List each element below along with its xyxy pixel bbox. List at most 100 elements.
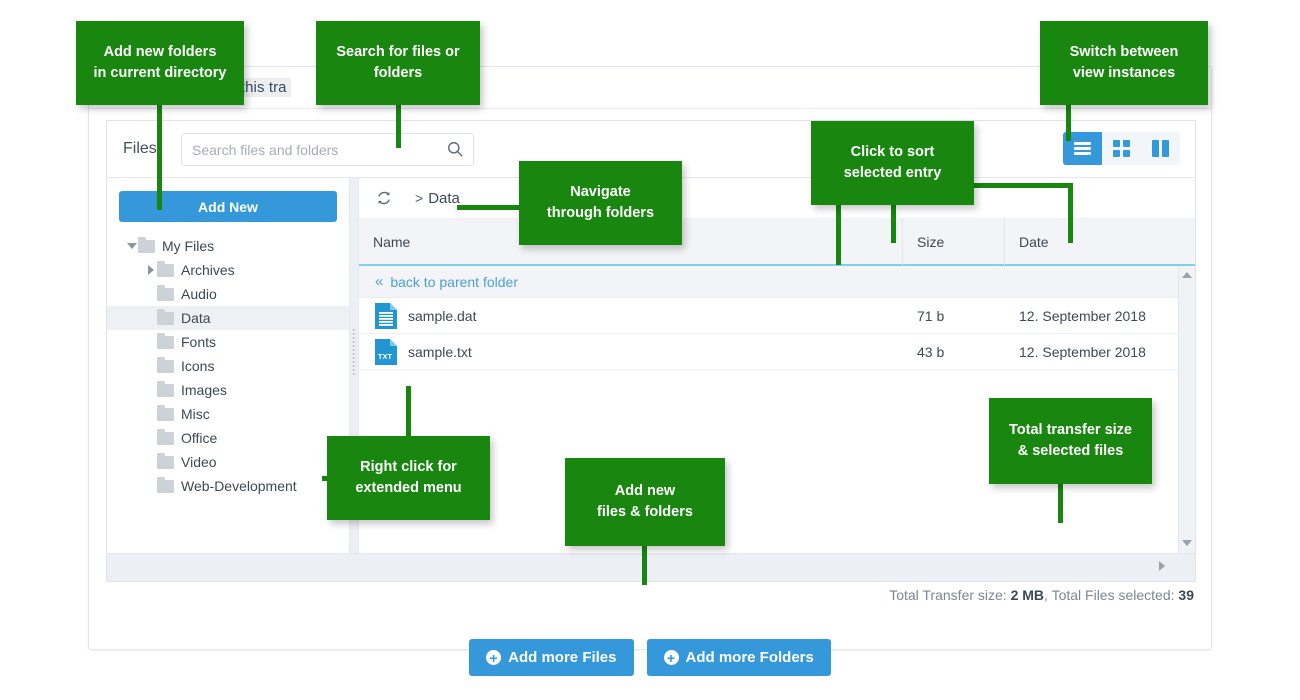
chevron-down-icon[interactable] [125, 240, 138, 253]
leader-line-search [396, 100, 401, 148]
breadcrumb-bar: > Data [359, 178, 1195, 219]
scroll-right-arrow-icon[interactable] [1159, 561, 1165, 571]
tree-caret-spacer [144, 456, 157, 469]
tree-caret-spacer [144, 312, 157, 325]
svg-text:TXT: TXT [378, 352, 393, 361]
column-view-button[interactable] [1141, 132, 1180, 165]
leader-line-add-new-folders [157, 100, 162, 210]
leader-line-right-click [406, 386, 411, 440]
refresh-icon[interactable] [375, 189, 393, 207]
file-size-cell: 71 b [917, 307, 945, 324]
callout-add-files-folders: Add new files & folders [565, 458, 725, 546]
search-input[interactable] [182, 134, 442, 165]
tree-item-office[interactable]: Office [107, 426, 349, 450]
add-more-folders-label: Add more Folders [685, 649, 814, 666]
totals-files-value: 39 [1178, 587, 1194, 603]
tree-item-audio[interactable]: Audio [107, 282, 349, 306]
tree-item-video[interactable]: Video [107, 450, 349, 474]
leader-line-total-transfer [1058, 483, 1063, 523]
leader-line-sort-elbow [968, 183, 1073, 188]
file-manager-card: or this tra Files [88, 66, 1212, 676]
splitter-grip-icon[interactable] [352, 328, 356, 376]
tree-item-images[interactable]: Images [107, 378, 349, 402]
folder-icon [157, 428, 174, 445]
list-view-button[interactable] [1063, 132, 1102, 165]
scroll-down-arrow-icon[interactable] [1182, 540, 1192, 546]
callout-total-transfer: Total transfer size & selected files [989, 398, 1152, 484]
app-topbar: or this tra [89, 67, 1211, 109]
tree-item-label: Misc [181, 406, 210, 422]
pane-splitter[interactable] [350, 178, 358, 553]
double-chevron-left-icon: « [375, 273, 383, 290]
callout-search: Search for files or folders [316, 21, 480, 105]
file-size-cell: 43 b [917, 343, 945, 360]
vertical-scrollbar[interactable] [1178, 266, 1195, 553]
callout-right-click: Right click for extended menu [327, 436, 490, 520]
file-name-cell: sample.dat [359, 302, 903, 329]
tree-item-label: Images [181, 382, 227, 398]
folder-icon [157, 404, 174, 421]
column-view-icon [1152, 140, 1169, 157]
folder-icon [157, 356, 174, 373]
tree-item-web-development[interactable]: Web-Development [107, 474, 349, 498]
file-date-cell: 12. September 2018 [1019, 343, 1146, 360]
file-date-cell: 12. September 2018 [1019, 307, 1146, 324]
column-header-spacer [1173, 218, 1195, 265]
back-to-parent-row[interactable]: « back to parent folder [359, 266, 1195, 298]
footer-actions: + Add more Files + Add more Folders [89, 639, 1211, 676]
tree-item-label: Data [181, 310, 211, 326]
column-header-date[interactable]: Date [1019, 233, 1049, 250]
file-row[interactable]: TXT sample.txt 43 b 12. September 2018 [359, 334, 1195, 370]
column-header-size[interactable]: Size [903, 218, 1005, 265]
files-panel-title: Files [123, 140, 157, 157]
folder-icon [157, 476, 174, 493]
folder-icon [157, 332, 174, 349]
view-toggle-group[interactable] [1063, 132, 1180, 165]
callout-navigate: Navigate through folders [519, 161, 682, 245]
tree-caret-spacer [144, 432, 157, 445]
tree-item-fonts[interactable]: Fonts [107, 330, 349, 354]
search-icon[interactable] [447, 141, 464, 158]
file-row[interactable]: sample.dat 71 b 12. September 2018 [359, 298, 1195, 334]
horizontal-scroll-strip[interactable] [107, 553, 1195, 581]
grid-view-button[interactable] [1102, 132, 1141, 165]
file-name-label: sample.dat [408, 307, 477, 324]
tree-caret-spacer [144, 408, 157, 421]
list-view-icon [1074, 140, 1091, 157]
tree-caret-spacer [144, 360, 157, 373]
breadcrumb-item-data[interactable]: Data [428, 189, 460, 207]
folder-icon [138, 236, 155, 253]
files-panel: Files [106, 120, 1196, 582]
add-more-folders-button[interactable]: + Add more Folders [646, 639, 831, 676]
leader-line-sort-size [891, 205, 896, 243]
folder-icon [157, 308, 174, 325]
tree-item-archives[interactable]: Archives [107, 258, 349, 282]
add-new-button[interactable]: Add New [119, 191, 337, 222]
tree-item-data[interactable]: Data [107, 306, 349, 330]
leader-line-navigate [457, 205, 522, 210]
leader-line-switch-view [1066, 105, 1071, 141]
tree-item-misc[interactable]: Misc [107, 402, 349, 426]
tree-caret-spacer [144, 336, 157, 349]
tree-item-icons[interactable]: Icons [107, 354, 349, 378]
add-more-files-button[interactable]: + Add more Files [469, 639, 634, 676]
column-header-name[interactable]: Name [359, 218, 903, 265]
scroll-up-arrow-icon[interactable] [1182, 272, 1192, 278]
tree-item-my-files[interactable]: My Files [107, 234, 349, 258]
callout-switch-view: Switch between view instances [1040, 21, 1208, 105]
chevron-right-icon[interactable] [144, 264, 157, 277]
tree-item-label: Fonts [181, 334, 217, 350]
plus-circle-icon: + [486, 650, 502, 665]
search-box[interactable] [181, 133, 474, 166]
back-to-parent-label: back to parent folder [390, 273, 518, 290]
tree-item-label: My Files [162, 238, 215, 254]
callout-sort: Click to sort selected entry [811, 121, 974, 205]
file-name-label: sample.txt [408, 343, 472, 360]
callout-add-new-folders: Add new folders in current directory [76, 21, 244, 105]
grid-view-icon [1113, 140, 1130, 157]
tree-item-label: Audio [181, 286, 217, 302]
folder-icon [157, 452, 174, 469]
